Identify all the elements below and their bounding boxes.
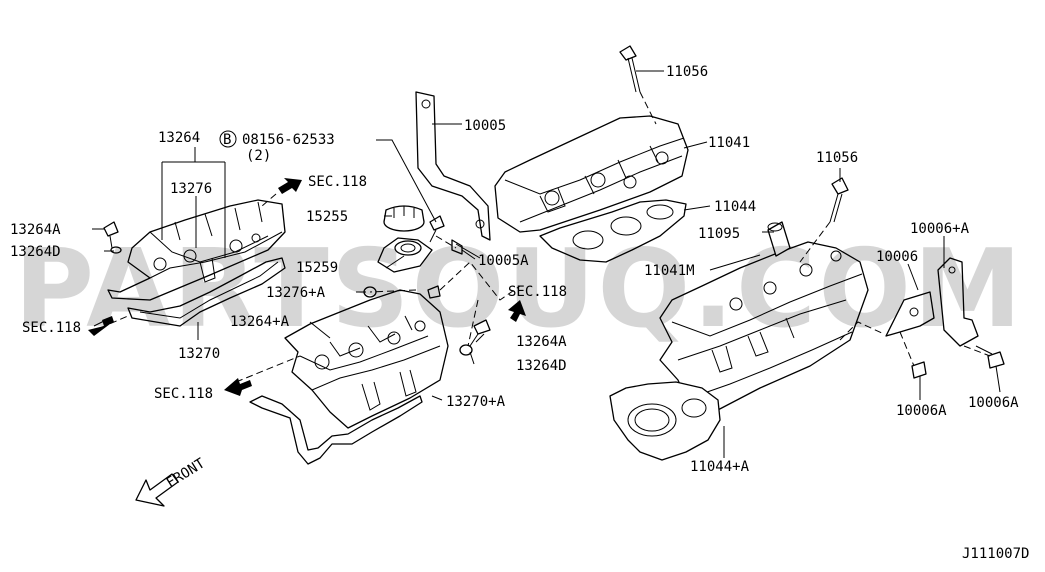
diagram-code: J111007D xyxy=(962,546,1029,562)
callout-11041: 11041 xyxy=(708,135,750,151)
rocker-cover-gasket-left xyxy=(127,257,286,327)
callout-13270a: 13270+A xyxy=(446,394,506,410)
front-arrow: FRONT xyxy=(135,455,209,507)
callout-10006a-right: 10006A xyxy=(968,395,1019,411)
callout-10006a-plus: 10006+A xyxy=(910,221,970,237)
callout-15259: 15259 xyxy=(296,260,338,276)
callout-11056-mid: 11056 xyxy=(816,150,858,166)
sec-arrows xyxy=(88,178,526,396)
callout-11044a: 11044+A xyxy=(690,459,750,475)
callout-13264d-right: 13264D xyxy=(516,358,567,374)
callout-10006a-left: 10006A xyxy=(896,403,947,419)
callout-11056-top: 11056 xyxy=(666,64,708,80)
rocker-cover-gasket-right xyxy=(249,395,423,465)
callout-11095: 11095 xyxy=(698,226,740,242)
callout-13264d-left: 13264D xyxy=(10,244,61,260)
callout-sec118-b: SEC.118 xyxy=(22,320,81,336)
callout-08156-qty: (2) xyxy=(246,148,271,164)
callout-sec118-c: SEC.118 xyxy=(154,386,213,402)
callout-10005a: 10005A xyxy=(478,253,529,269)
callout-13270: 13270 xyxy=(178,346,220,362)
bolt-symbol-circle xyxy=(219,130,237,148)
bolt-symbol-letter: B xyxy=(223,132,231,148)
front-label: FRONT xyxy=(164,455,209,491)
rocker-cover-right xyxy=(284,289,449,429)
cylinder-head-gasket-lower xyxy=(609,381,721,461)
callout-08156-62533: 08156-62533 xyxy=(242,132,335,148)
engine-hanger-bracket xyxy=(415,91,491,241)
knock-pin-11095 xyxy=(767,221,791,257)
callout-11044: 11044 xyxy=(714,199,756,215)
callout-15255: 15255 xyxy=(306,209,348,225)
callout-13264a-plus: 13264+A xyxy=(230,314,290,330)
assembly-lines xyxy=(99,91,991,383)
callout-sec118-a: SEC.118 xyxy=(308,174,367,190)
callout-11041m: 11041M xyxy=(644,263,695,279)
bolts xyxy=(103,45,1005,379)
callout-13264a-right: 13264A xyxy=(516,334,567,350)
watermark: PARTSOUQ.COM xyxy=(14,227,1024,352)
cylinder-head-right xyxy=(659,241,869,413)
callout-sec118-d: SEC.118 xyxy=(508,284,567,300)
oil-filler-neck xyxy=(377,237,433,273)
oil-filler-cap xyxy=(383,205,425,232)
rocker-cover-left xyxy=(107,199,286,301)
engine-slinger-rear xyxy=(937,257,979,347)
cylinder-head-left xyxy=(494,115,689,233)
engine-hanger-bolt xyxy=(451,239,481,259)
callout-13276: 13276 xyxy=(170,181,212,197)
callout-13264a-left: 13264A xyxy=(10,222,61,238)
callout-10005: 10005 xyxy=(464,118,506,134)
callout-13264: 13264 xyxy=(158,130,200,146)
part-labels: 13264 08156-62533 (2) 13276 SEC.118 1326… xyxy=(10,64,1029,562)
callout-10006: 10006 xyxy=(876,249,918,265)
callout-13276a: 13276+A xyxy=(266,285,326,301)
